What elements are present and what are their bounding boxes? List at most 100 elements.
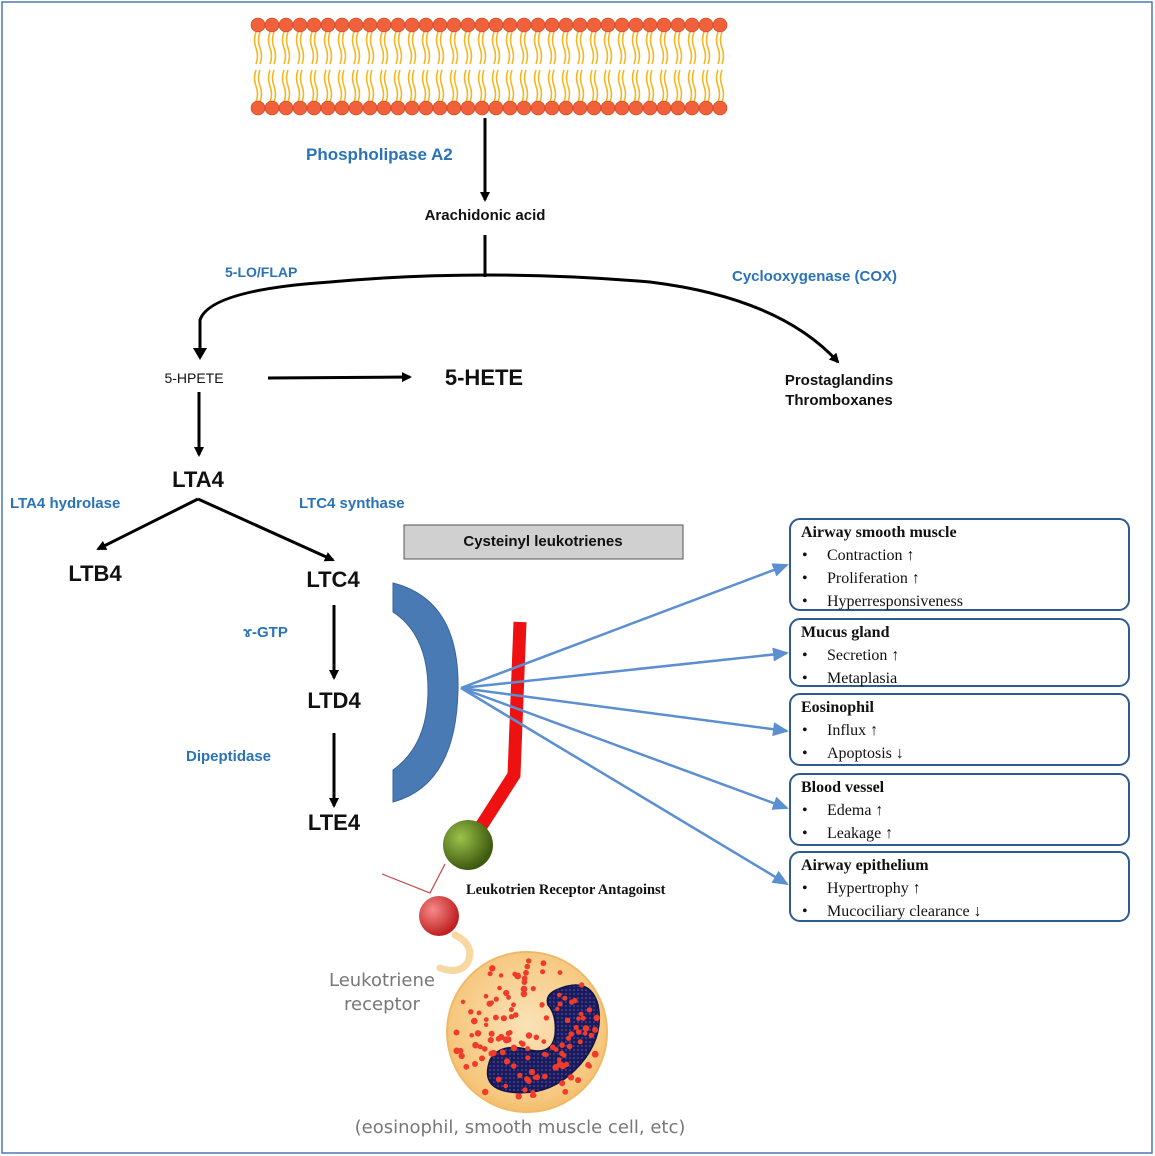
lipid-tail [327,69,333,103]
granule [562,1088,569,1095]
antagonist-stick [474,621,527,832]
lipid-tail [295,69,301,103]
lipid-tail [537,31,543,65]
granule [528,1068,536,1076]
lipid-head [558,100,574,116]
lipid-tail [285,31,291,65]
lipid-tail [439,69,445,103]
granule [508,1007,514,1013]
effect-bullet: • [802,903,808,920]
receptor-crescent [392,582,459,803]
granule [510,1044,518,1052]
lipid-tail [425,69,431,103]
lipid-head [516,100,532,116]
granule [575,1077,582,1084]
lipid-tail [537,69,543,103]
granule [525,1032,533,1039]
lipid-tail [673,31,679,65]
lipid-head [474,17,490,33]
lipid-tail [295,31,301,65]
lipid-tail [435,31,441,65]
granule [593,1014,600,1022]
effect-item: Hyperresponsiveness [827,593,963,610]
lipid-tail [551,31,557,65]
receptor-label-line1: Leukotriene [329,970,435,991]
granule [482,1088,489,1096]
lipid-head [306,100,322,116]
lipid-tail [621,69,627,103]
granule [580,1015,586,1021]
lipid-tail [547,31,553,65]
granule [499,1049,506,1056]
lipid-tail [253,69,259,103]
granule [586,1007,593,1013]
effect-box-frame [789,618,1130,687]
granule [520,990,528,998]
granule [511,1063,517,1069]
ltb4-label: LTB4 [68,561,122,586]
lipid-tail [519,31,525,65]
lipid-head [362,17,378,33]
lipid-head [656,17,672,33]
lipid-tail [663,31,669,65]
granule [483,993,489,999]
ligand-ball [419,896,459,936]
lipid-tail [355,69,361,103]
lipid-head [376,100,392,116]
granule [500,1015,507,1022]
lipid-tail [383,31,389,65]
lipid-tail [365,31,371,65]
lipid-tail [383,69,389,103]
lipid-head [656,100,672,116]
lipid-tail [505,69,511,103]
lipid-tail [603,69,609,103]
lipid-head [320,100,336,116]
effect-bullet: • [802,593,808,610]
lipid-head [446,17,462,33]
lipid-tail [453,31,459,65]
granule [515,1093,522,1100]
lipid-tail [715,31,721,65]
lipid-head [278,17,294,33]
lipid-head [348,100,364,116]
lipid-tail [659,31,665,65]
effect-arrow-5 [460,686,789,886]
lipid-tail [607,69,613,103]
granule [495,1036,502,1042]
granule [463,1063,470,1070]
granule [591,1050,599,1058]
lipid-head [432,17,448,33]
lipid-tail [691,69,697,103]
arachidonic-acid-label: Arachidonic acid [425,207,546,224]
lipid-tail [313,69,319,103]
lipid-tail [673,69,679,103]
lipid-tail [547,69,553,103]
lipid-tail [341,31,347,65]
granule [532,1075,537,1080]
granule [495,1076,502,1083]
effect-arrow-2 [460,647,789,690]
granule [504,1036,512,1043]
lte4-label: LTE4 [308,810,361,835]
lipid-tail [495,69,501,103]
granule [479,1055,485,1062]
effect-item: Mucociliary clearance ↓ [827,903,982,920]
lipid-tail [705,31,711,65]
lipid-tail [481,31,487,65]
phospholipase-label: Phospholipase A2 [306,145,453,164]
lipid-tail [435,69,441,103]
effect-box-mucus-gland: Mucus gland•Secretion ↑•Metaplasia [789,618,1130,687]
granule [525,1055,531,1061]
effect-box-eosinophil: Eosinophil•Influx ↑•Apoptosis ↓ [789,693,1130,766]
lipid-head [404,17,420,33]
granule [578,1011,584,1017]
effect-title: Blood vessel [801,779,885,796]
lipid-head [278,100,294,116]
lipid-tail [369,31,375,65]
lipid-head [572,100,588,116]
lipid-tail [705,69,711,103]
antagonist-label: Leukotrien Receptor Antagoinst [466,882,666,898]
hpete-label: 5-HPETE [164,370,223,386]
lipid-head [684,100,700,116]
